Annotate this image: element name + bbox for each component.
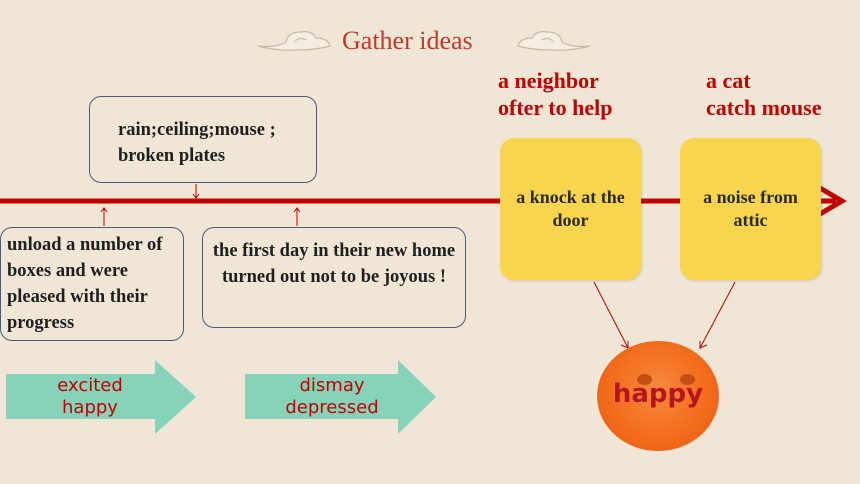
arrow-label-dismay: dismay depressed: [285, 375, 379, 418]
page-title: Gather ideas: [342, 26, 473, 55]
face-eye-left: [637, 374, 652, 385]
happy-face: happy: [597, 341, 719, 451]
label-cat: a cat catch mouse: [706, 68, 822, 120]
green-arrow-excited: [6, 360, 196, 434]
box-unload: unload a number of boxes and were please…: [0, 227, 184, 341]
connector-knock-face: [593, 281, 629, 349]
face-eye-right: [680, 374, 695, 385]
cloud-icon-left: [257, 31, 331, 51]
box-first-day: the first day in their new home turned o…: [202, 227, 466, 328]
label-neighbor: a neighbor ofter to help: [498, 68, 613, 120]
face-label: happy: [612, 379, 704, 409]
box-noise: a noise from attic: [680, 138, 821, 280]
arrow-label-excited: excited happy: [57, 375, 123, 418]
box-rain-ceiling: rain;ceiling;mouse ; broken plates: [89, 96, 317, 183]
green-arrow-dismay: [245, 360, 436, 434]
box-knock: a knock at the door: [500, 138, 641, 280]
cloud-icon-right: [517, 31, 591, 51]
timeline-arrowhead: [818, 185, 847, 217]
connector-noise-face: [699, 281, 736, 349]
